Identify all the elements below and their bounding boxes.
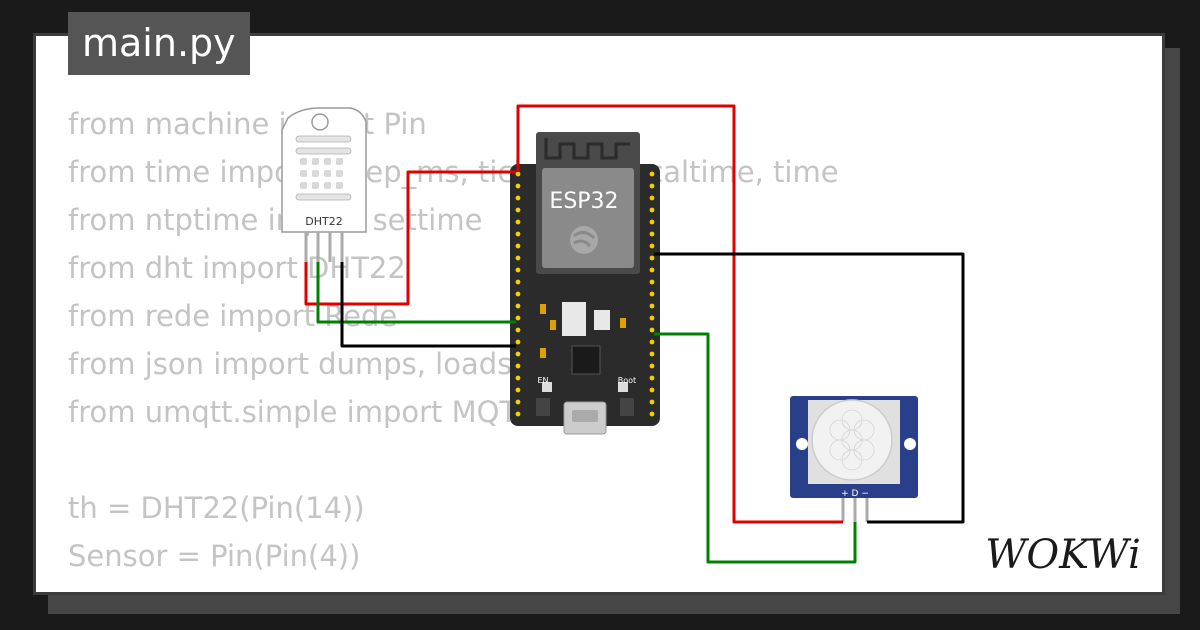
wire-dht-data[interactable] (316, 262, 516, 324)
usb-port-icon (563, 401, 607, 435)
file-tab[interactable]: main.py (68, 12, 250, 75)
dht22-sensor[interactable]: DHT22 (281, 107, 367, 262)
wire-pir-gnd[interactable] (654, 252, 965, 524)
wire-pir-vcc[interactable] (516, 104, 843, 524)
esp32-label: ESP32 (549, 189, 618, 214)
wire-dht-vcc[interactable] (304, 170, 516, 306)
wokwi-logo: WOKWi (985, 532, 1141, 578)
dht22-label: DHT22 (305, 215, 342, 228)
esp32-board[interactable]: ESP32 EN (510, 132, 660, 435)
en-button-label: EN (537, 376, 548, 385)
pir-motion-sensor[interactable]: + D − (790, 396, 918, 522)
wire-pir-data[interactable] (654, 332, 857, 564)
boot-button-label: Boot (618, 376, 636, 385)
code-line: from dht import DHT22 (68, 251, 406, 285)
code-line: Sensor = Pin(Pin(4)) (68, 539, 361, 573)
espressif-logo-icon (570, 226, 598, 254)
wire-dht-gnd[interactable] (340, 262, 516, 348)
pir-pin-labels: + D − (841, 489, 869, 499)
code-line: th = DHT22(Pin(14)) (68, 491, 365, 525)
code-line: from json import dumps, loads (68, 347, 513, 381)
